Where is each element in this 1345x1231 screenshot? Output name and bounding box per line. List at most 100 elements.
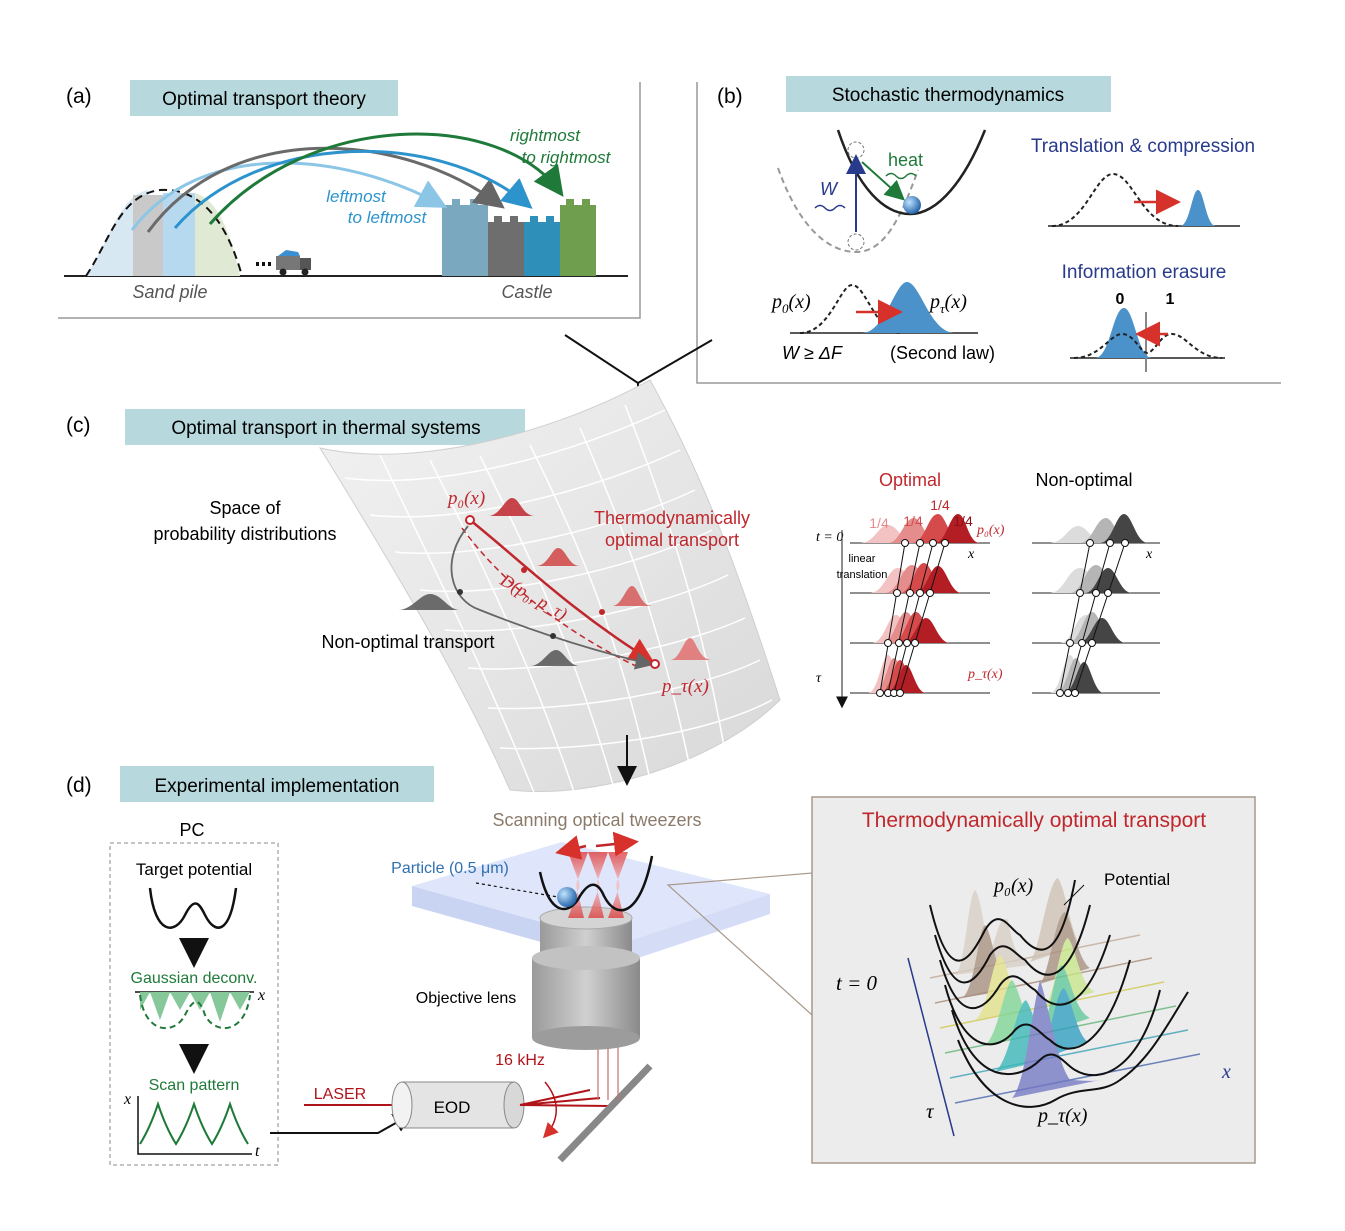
work-squiggle xyxy=(814,204,846,212)
quarter-3: 1/4 xyxy=(930,497,950,513)
ptau-sub: τ xyxy=(940,301,946,316)
dist-mid-opt-2 xyxy=(612,586,652,606)
inset-title: Thermodynamically optimal transport xyxy=(862,809,1206,832)
erasure-initial xyxy=(1073,332,1223,359)
t0-label: t = 0 xyxy=(816,530,843,545)
heat-arrow xyxy=(861,161,905,201)
scan-arrow-right xyxy=(595,831,639,857)
panel-b-header xyxy=(786,76,1111,112)
pc-label: PC xyxy=(179,820,204,840)
p0-arg: (x) xyxy=(789,291,812,313)
inset-box xyxy=(811,796,1256,1164)
inset-potentials xyxy=(929,879,1189,1108)
panel-d-header xyxy=(120,766,434,802)
mirror xyxy=(557,1063,653,1163)
opt-mid-1 xyxy=(521,567,527,573)
deconv-x: x xyxy=(257,987,265,1004)
optimal-rows xyxy=(850,514,990,697)
eod-device xyxy=(391,1081,525,1129)
panel-d: (d) Experimental implementation PC Targe… xyxy=(66,766,1256,1166)
ptau-sym: p xyxy=(928,291,940,313)
linear-label-2: translation xyxy=(837,569,888,581)
eod-label: EOD xyxy=(434,1098,471,1117)
thermo-line1: Thermodynamically xyxy=(594,508,750,528)
arc-green xyxy=(208,132,564,225)
initial-potential xyxy=(777,167,919,254)
inset-ptau: p_τ(x) xyxy=(1036,1105,1088,1127)
dist-nonopt-2 xyxy=(530,650,580,666)
castle xyxy=(442,199,596,276)
nonopt-mid-1 xyxy=(457,589,463,595)
optimal-path xyxy=(469,519,655,663)
signal-arrow xyxy=(270,1113,414,1134)
inset-distributions xyxy=(955,878,1100,1098)
panel-c-header xyxy=(125,409,525,445)
p0-sym: p xyxy=(770,291,782,313)
panel-d-title: Experimental implementation xyxy=(154,776,399,797)
space-line2: probability distributions xyxy=(153,524,336,544)
quarter-2: 1/4 xyxy=(903,513,923,529)
inset-p0: p₀(x) xyxy=(992,875,1033,897)
tau-label: τ xyxy=(816,671,822,686)
panel-c-label: (c) xyxy=(66,414,91,437)
p0-sub: 0 xyxy=(782,301,789,316)
sand-pile-label: Sand pile xyxy=(132,282,207,302)
deconv-label: Gaussian deconv. xyxy=(131,970,258,987)
deflected-beams xyxy=(519,1089,611,1107)
inset-tau-axis xyxy=(907,957,955,1137)
opt-mid-2 xyxy=(599,609,605,615)
deconv-fill xyxy=(140,992,250,1022)
sand-pile xyxy=(85,188,243,277)
rightmost-line2: to rightmost xyxy=(522,148,612,167)
quarter-1: 1/4 xyxy=(869,515,889,531)
trap-potential xyxy=(538,855,654,912)
panel-a-title: Optimal transport theory xyxy=(162,89,366,110)
second-law-note: (Second law) xyxy=(890,343,995,363)
p0-label-c: p₀(x) xyxy=(446,488,485,509)
panel-a-header xyxy=(130,80,398,116)
bit-1: 1 xyxy=(1166,291,1175,308)
khz-label: 16 kHz xyxy=(495,1052,545,1069)
p0-point xyxy=(465,515,475,525)
p0-label-optimal: p₀(x) xyxy=(976,523,1005,538)
dist-mid-opt-1 xyxy=(536,548,580,566)
leftmost-line1: leftmost xyxy=(326,187,387,206)
particle-sphere xyxy=(557,887,577,907)
translation-final xyxy=(1180,190,1216,226)
final-potential xyxy=(836,129,987,216)
scan-axes xyxy=(137,1096,252,1155)
leftmost-line2: to leftmost xyxy=(348,208,428,227)
particle-start-ghost xyxy=(847,141,865,159)
truck-icon xyxy=(256,250,311,276)
inset-x: x xyxy=(1221,1061,1231,1083)
non-optimal-label: Non-optimal transport xyxy=(321,632,494,652)
surface-grid xyxy=(344,404,773,796)
potential-pointer xyxy=(1063,884,1085,906)
objective-label: Objective lens xyxy=(416,990,517,1007)
dist-nonopt-1 xyxy=(398,594,460,610)
ptau-label-optimal: p_τ(x) xyxy=(967,667,1003,682)
panel-a: (a) Optimal transport theory Sand pile xyxy=(58,80,641,319)
quarter-4: 1/4 xyxy=(953,513,973,529)
tweezers-label: Scanning optical tweezers xyxy=(492,810,701,830)
erasure-title: Information erasure xyxy=(1062,262,1227,283)
scan-label: Scan pattern xyxy=(149,1077,240,1094)
scan-t: t xyxy=(255,1143,260,1160)
distance-path xyxy=(461,527,641,669)
deflection-arrow xyxy=(542,1081,559,1139)
panel-d-label: (d) xyxy=(66,774,92,797)
target-potential-curve xyxy=(148,887,238,929)
x-label-optimal: x xyxy=(967,547,975,562)
particle-ball xyxy=(903,196,921,214)
ptau-point xyxy=(650,659,660,669)
thermo-line2: optimal transport xyxy=(605,530,739,550)
work-label: W xyxy=(820,179,839,199)
dist-p0 xyxy=(488,498,535,516)
panel-c-title: Optimal transport in thermal systems xyxy=(171,418,480,439)
non-optimal-rows xyxy=(1032,514,1160,697)
second-law-eq: W ≥ ΔF xyxy=(782,343,843,363)
arc-gray xyxy=(146,146,505,233)
panel-b-label: (b) xyxy=(717,85,743,108)
inset-t0: t = 0 xyxy=(836,971,878,995)
panel-a-label: (a) xyxy=(66,85,92,108)
